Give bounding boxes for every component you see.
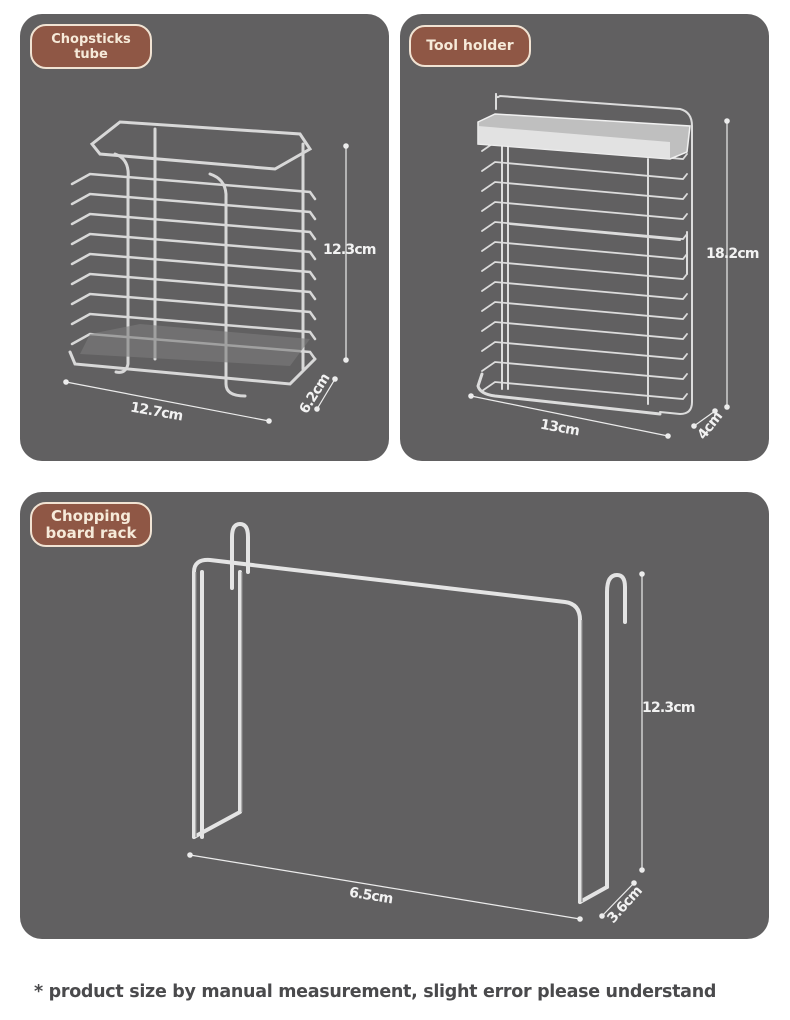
chopsticks-tube-panel: Chopsticks tube 12.3cm 12.7cm 6.2cm: [20, 14, 389, 461]
badge-line: Tool holder: [426, 37, 514, 54]
badge-line: tube: [74, 46, 108, 62]
badge-line: Chopping: [50, 506, 131, 525]
chopping-board-rack-illustration: [187, 522, 645, 922]
chopsticks-tube-illustration: [63, 120, 349, 424]
badge-line: Chopsticks: [51, 31, 131, 47]
height-dimension-label: 18.2cm: [706, 246, 759, 262]
chopping-board-rack-panel: Chopping board rack 12.3cm 6.5cm 3.6cm: [20, 492, 769, 939]
chopsticks-tube-badge: Chopsticks tube: [30, 24, 152, 69]
tool-holder-panel: Tool holder 18.2cm 13cm 4cm: [400, 14, 769, 461]
height-dimension-label: 12.3cm: [323, 242, 376, 258]
badge-line: board rack: [45, 523, 137, 542]
measurement-disclaimer: * product size by manual measurement, sl…: [34, 982, 717, 1002]
height-dimension-label: 12.3cm: [642, 700, 695, 716]
tool-holder-illustration: [468, 93, 730, 439]
tool-holder-badge: Tool holder: [409, 25, 531, 67]
chopping-board-rack-badge: Chopping board rack: [30, 502, 152, 547]
